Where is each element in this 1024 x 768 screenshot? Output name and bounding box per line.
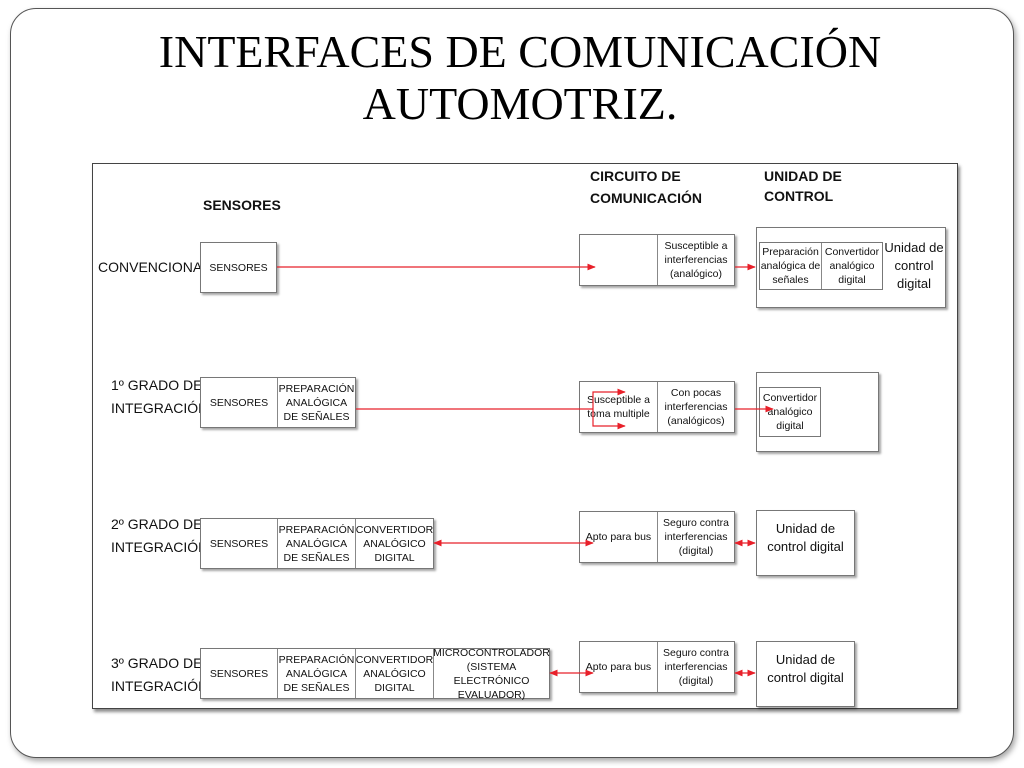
- row-label-grado2-line1: 2º GRADO DE: [111, 516, 203, 532]
- diagram-panel: SENSORES CIRCUITO DE COMUNICACIÓN UNIDAD…: [92, 163, 958, 709]
- header-sensores: SENSORES: [203, 197, 281, 213]
- row-label-convencional: CONVENCIONAL: [98, 259, 211, 275]
- header-circuito-line2: COMUNICACIÓN: [590, 190, 702, 206]
- slide-title: INTERFACES DE COMUNICACIÓN AUTOMOTRIZ.: [60, 26, 980, 130]
- row1-control-conv: Convertidor analógico digital: [762, 392, 818, 432]
- row1-circuit-right: Con pocas interferencias (analógicos): [664, 387, 728, 427]
- header-unidad-line1: UNIDAD DE: [764, 168, 842, 184]
- row2-control-unit: Unidad de control digital: [767, 521, 844, 554]
- row0-circuit-left: [580, 235, 658, 285]
- row-label-grado3-line1: 3º GRADO DE: [111, 655, 203, 671]
- row0-control-box: Preparación analógica de señales Convert…: [756, 227, 946, 308]
- row3-sensor-box: SENSORES PREPARACIÓN ANALÓGICA DE SEÑALE…: [200, 646, 550, 701]
- row1-sensores-text: SENSORES: [201, 378, 278, 427]
- row3-control-unit: Unidad de control digital: [767, 652, 844, 685]
- row2-circuit-right: Seguro contra interferencias (digital): [663, 517, 729, 557]
- header-circuito-line1: CIRCUITO DE: [590, 168, 681, 184]
- arrow-row1-split-top: [592, 388, 626, 409]
- title-line-1: INTERFACES DE COMUNICACIÓN: [158, 26, 882, 77]
- row3-micro-text: MICROCONTROLADOR (SISTEMA ELECTRÓNICO EV…: [433, 646, 550, 701]
- row0-circuit-right: Susceptible a interferencias (analógico): [664, 240, 728, 280]
- row0-sensores-box: SENSORES: [200, 242, 277, 293]
- row0-control-conv: Convertidor analógico digital: [824, 246, 880, 286]
- row-label-grado1-line2: INTEGRACIÓN: [111, 400, 209, 416]
- row2-circuit-box: Apto para bus Seguro contra interferenci…: [579, 511, 735, 563]
- row2-sensores-text: SENSORES: [201, 519, 278, 568]
- row2-control-box: Unidad de control digital: [756, 510, 855, 576]
- row1-control-box: Convertidor analógico digital: [756, 372, 879, 452]
- row0-circuit-box: Susceptible a interferencias (analógico): [579, 234, 735, 286]
- row1-circuit-left: Susceptible a toma multiple: [580, 382, 658, 432]
- row-label-grado3-line2: INTEGRACIÓN: [111, 678, 209, 694]
- row3-circuit-left: Apto para bus: [580, 642, 658, 692]
- row-label-grado1-line1: 1º GRADO DE: [111, 377, 203, 393]
- row1-prep-text: PREPARACIÓN ANALÓGICA DE SEÑALES: [278, 382, 355, 423]
- row-label-grado2-line2: INTEGRACIÓN: [111, 539, 209, 555]
- row0-control-prep: Preparación analógica de señales: [760, 243, 822, 289]
- row2-sensor-box: SENSORES PREPARACIÓN ANALÓGICA DE SEÑALE…: [200, 518, 434, 569]
- title-line-2: AUTOMOTRIZ.: [362, 78, 678, 129]
- row3-circuit-right: Seguro contra interferencias (digital): [663, 647, 729, 687]
- row1-sensor-box: SENSORES PREPARACIÓN ANALÓGICA DE SEÑALE…: [200, 377, 356, 428]
- row0-control-unit: Unidad de control digital: [884, 240, 944, 291]
- arrow-row1-split-bottom: [592, 409, 626, 430]
- header-unidad-line2: CONTROL: [764, 188, 834, 204]
- row3-conv-text: CONVERTIDOR ANALÓGICO DIGITAL: [356, 649, 434, 698]
- connection-arrows: [277, 263, 774, 677]
- row0-sensores-text: SENSORES: [209, 261, 268, 274]
- row3-circuit-box: Apto para bus Seguro contra interferenci…: [579, 641, 735, 693]
- row3-control-box: Unidad de control digital: [756, 641, 855, 707]
- row1-circuit-box: Susceptible a toma multiple Con pocas in…: [579, 381, 735, 433]
- row2-circuit-left: Apto para bus: [580, 512, 658, 562]
- row3-sensores-text: SENSORES: [201, 649, 278, 698]
- row0-control-inner: Preparación analógica de señales Convert…: [759, 242, 883, 290]
- row3-prep-text: PREPARACIÓN ANALÓGICA DE SEÑALES: [278, 649, 356, 698]
- row2-prep-text: PREPARACIÓN ANALÓGICA DE SEÑALES: [278, 519, 356, 568]
- row2-conv-text: CONVERTIDOR ANALÓGICO DIGITAL: [355, 523, 434, 564]
